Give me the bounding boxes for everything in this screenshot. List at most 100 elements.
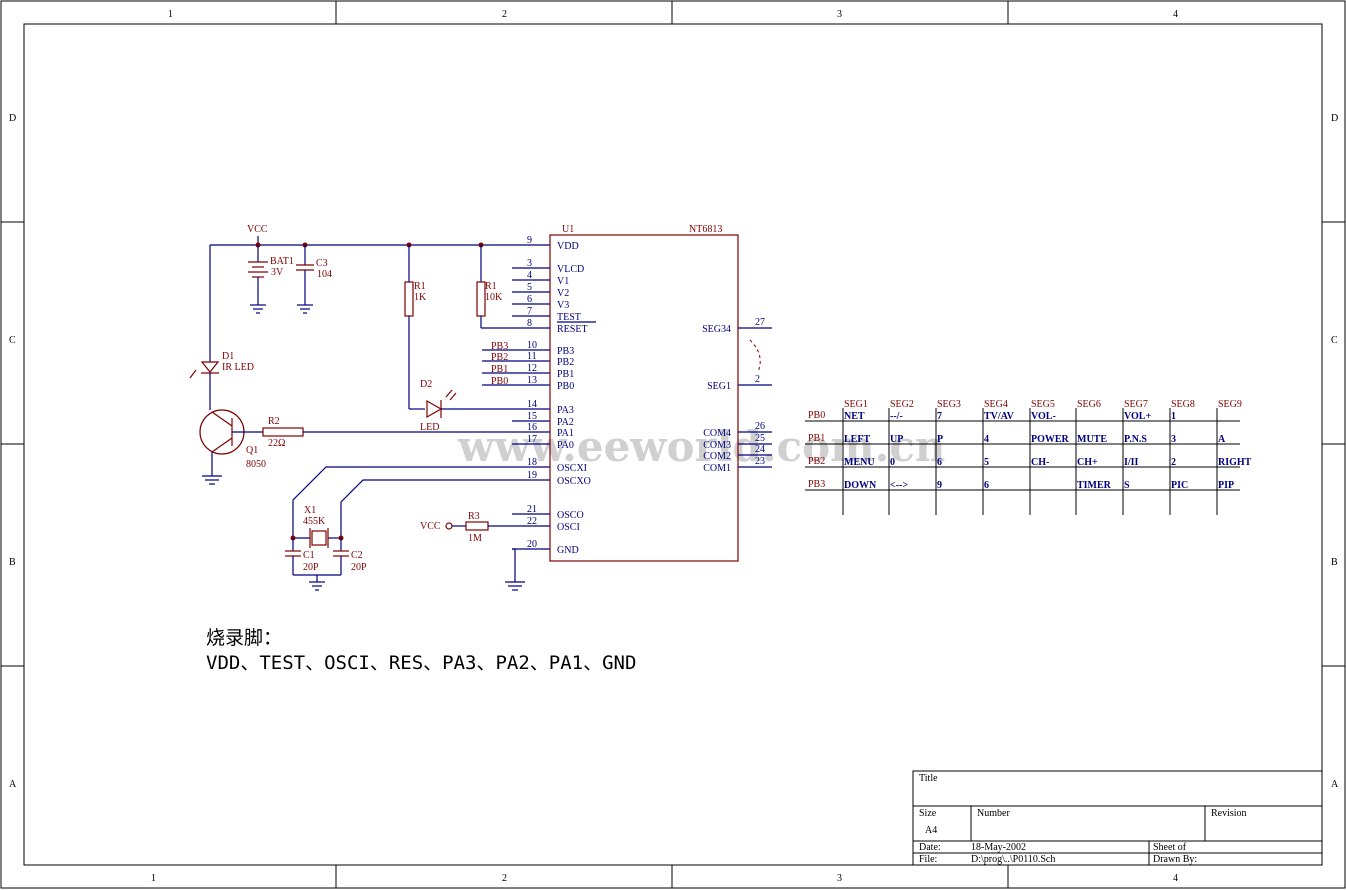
- d2-ref: D2: [420, 379, 432, 390]
- tb-title-label: Title: [919, 773, 938, 784]
- seg-column-header: SEG3: [937, 399, 961, 410]
- title-block: Title Size A4 Number Revision Date: 18-M…: [912, 770, 1323, 866]
- pin-number: 11: [527, 351, 537, 362]
- pb-net-labels: PB3 PB2 PB1 PB0: [482, 341, 512, 387]
- vcc-label: VCC: [247, 224, 268, 235]
- seg-column-header: SEG2: [890, 399, 914, 410]
- pin-name: SEG1: [707, 381, 731, 392]
- d1-ref: D1: [222, 351, 234, 362]
- key-label: 4: [984, 434, 989, 445]
- key-label: PIC: [1171, 480, 1188, 491]
- pin-number: 15: [527, 411, 537, 422]
- resistor-r2: R2 22Ω: [262, 416, 512, 449]
- pin-name: COM1: [703, 463, 731, 474]
- pin-name: COM3: [703, 440, 731, 451]
- row-label-left: A: [9, 779, 17, 790]
- pin-number: 20: [527, 539, 537, 550]
- tb-sheet-label: Sheet of: [1153, 842, 1187, 853]
- pin-name: PA2: [557, 417, 574, 428]
- net-label-pb3: PB3: [491, 341, 508, 352]
- bat1-ref: BAT1: [270, 256, 294, 267]
- pin-name: OSCXI: [557, 463, 587, 474]
- r2-value: 22Ω: [268, 438, 285, 449]
- pin-number: 19: [527, 470, 537, 481]
- bat1-value: 3V: [271, 267, 284, 278]
- key-label: TIMER: [1077, 480, 1112, 491]
- pin-name: PA3: [557, 405, 574, 416]
- col-label-top: 1: [168, 9, 173, 20]
- resistor-r1-10k: R1 10K: [476, 245, 512, 329]
- pin-number: 14: [527, 399, 537, 410]
- seg-column-header: SEG6: [1077, 399, 1101, 410]
- pin-name: V1: [557, 276, 569, 287]
- key-label: PIP: [1218, 480, 1234, 491]
- col-label-top: 4: [1173, 9, 1178, 20]
- key-label: S: [1124, 480, 1130, 491]
- pin-name: PB0: [557, 381, 574, 392]
- pin-number: 5: [527, 282, 532, 293]
- note-title: 烧录脚：: [206, 627, 282, 649]
- q1-ref: Q1: [246, 445, 258, 456]
- pin-number: 7: [527, 306, 532, 317]
- capacitor-c1: C1 20P: [285, 538, 319, 575]
- led-d2: D2 LED: [420, 379, 512, 433]
- r3-ref: R3: [468, 511, 480, 522]
- pin-name: RESET: [557, 324, 588, 335]
- pin-name: PB3: [557, 346, 574, 357]
- x1-ref: X1: [304, 505, 316, 516]
- vcc-r3-label: VCC: [420, 521, 441, 532]
- r2-ref: R2: [268, 416, 280, 427]
- pin-number: 12: [527, 363, 537, 374]
- pin-number: 24: [755, 444, 765, 455]
- key-label: --/-: [890, 411, 903, 422]
- pin-number: 10: [527, 340, 537, 351]
- watermark: www.eeworld.com.cn: [457, 422, 945, 471]
- pin-name: OSCO: [557, 510, 584, 521]
- c3-value: 104: [317, 269, 332, 280]
- mcu-ref: U1: [562, 224, 574, 235]
- battery-bat1: BAT1 3V: [248, 245, 294, 314]
- note-pins: VDD、TEST、OSCI、RES、PA3、PA2、PA1、GND: [206, 652, 636, 674]
- transistor-q1: Q1 8050: [199, 409, 266, 485]
- row-label-right: C: [1331, 335, 1338, 346]
- pin-name: COM4: [703, 428, 731, 439]
- pin-name: VLCD: [557, 264, 584, 275]
- key-label: 1: [1171, 411, 1176, 422]
- key-label: 0: [890, 457, 895, 468]
- c2-ref: C2: [351, 550, 363, 561]
- x1-value: 455K: [303, 516, 326, 527]
- tb-date-value: 18-May-2002: [971, 842, 1026, 853]
- mcu-part: NT6813: [689, 224, 722, 235]
- pin-name: OSCXO: [557, 476, 591, 487]
- tb-size-label: Size: [919, 808, 937, 819]
- r3-value: 1M: [468, 533, 482, 544]
- pin-number: 23: [755, 456, 765, 467]
- d1-value: IR LED: [222, 362, 254, 373]
- pin-number: 18: [527, 457, 537, 468]
- pin-number: 26: [755, 421, 765, 432]
- pin-number: 8: [527, 318, 532, 329]
- seg-column-header: SEG1: [844, 399, 868, 410]
- mcu-left-pins: 9VDD3VLCD4V15V26V37TEST8RESET10PB311PB21…: [512, 235, 596, 556]
- pin-number: 13: [527, 375, 537, 386]
- pin-number: 2: [755, 374, 760, 385]
- seg-column-header: SEG4: [984, 399, 1008, 410]
- seg-column-header: SEG5: [1031, 399, 1055, 410]
- col-label-bottom: 1: [151, 873, 156, 884]
- ir-led-d1: D1 IR LED: [189, 351, 254, 410]
- c3-ref: C3: [316, 258, 328, 269]
- key-label: UP: [890, 434, 903, 445]
- key-label: MENU: [844, 457, 875, 468]
- pin-number: 21: [527, 504, 537, 515]
- col-label-top: 3: [837, 9, 842, 20]
- pin-number: 22: [527, 516, 537, 527]
- row-label-left: B: [9, 557, 16, 568]
- key-label: LEFT: [844, 434, 870, 445]
- seg-column-header: SEG7: [1124, 399, 1148, 410]
- key-label: DOWN: [844, 480, 877, 491]
- row-label-left: D: [9, 113, 16, 124]
- pb-row-label: PB1: [808, 433, 825, 444]
- pin-name: TEST: [557, 312, 581, 323]
